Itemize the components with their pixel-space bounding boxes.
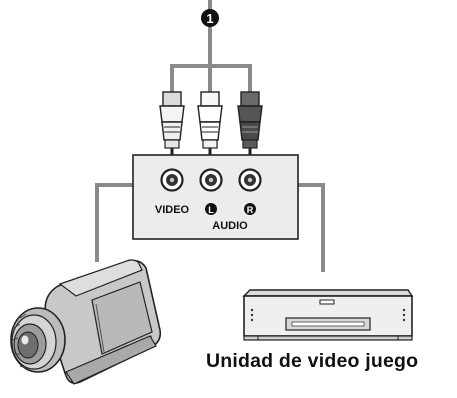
top-cable [170,0,252,92]
device-cables [95,183,325,272]
callout-marker: 1 [201,9,219,27]
video-jack [160,168,184,192]
audio-right-badge: R [244,203,256,215]
audio-right-badge-text: R [247,205,254,215]
camcorder-icon [10,259,162,385]
video-label: VIDEO [155,204,190,216]
audio-left-badge: L [205,203,217,215]
audio-label: AUDIO [212,220,248,232]
audio-left-jack [199,168,223,192]
jack-panel: VIDEO L R AUDIO [132,154,299,240]
audio-right-plug [237,91,263,160]
game-console-icon [242,289,414,341]
audio-right-jack [238,168,262,192]
audio-left-badge-text: L [208,205,214,215]
device-caption: Unidad de video juego [206,350,419,372]
audio-left-plug [197,91,223,160]
video-plug [159,91,185,160]
callout-number: 1 [206,11,213,26]
